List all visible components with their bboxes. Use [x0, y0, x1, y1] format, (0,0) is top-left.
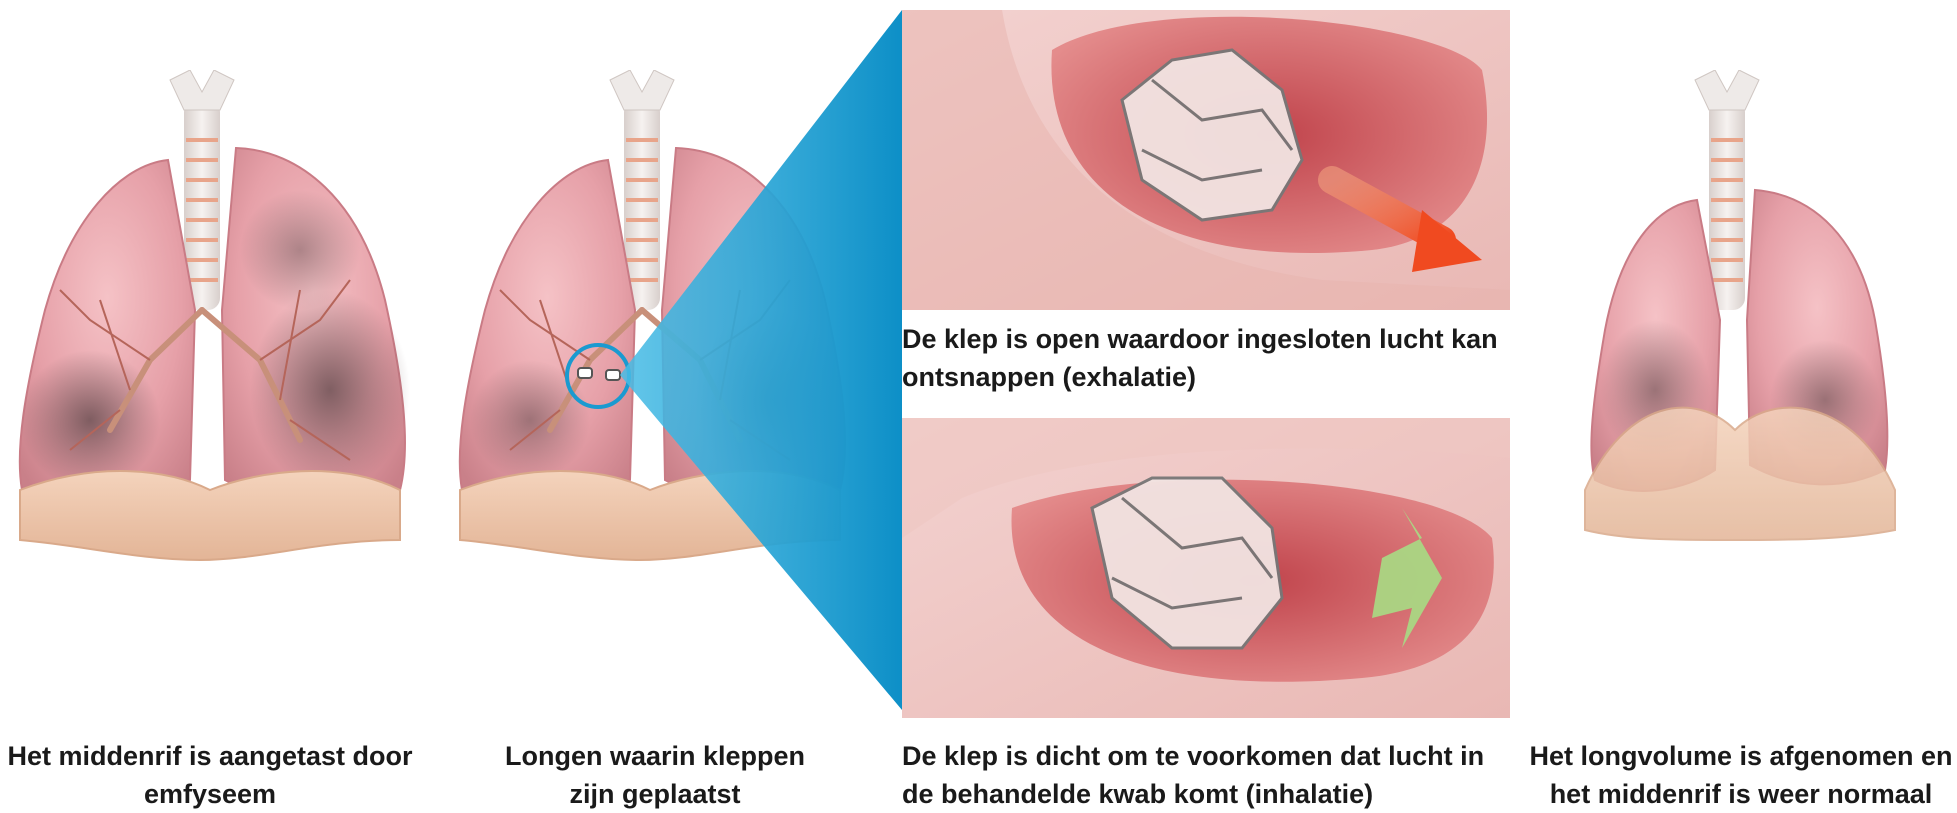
- caption-line: Het longvolume is afgenomen en: [1525, 737, 1957, 775]
- lungs-reduced-volume-illustration: [1525, 70, 1945, 630]
- caption-valve-closed: De klep is dicht om te voorkomen dat luc…: [902, 737, 1522, 813]
- caption-line: de behandelde kwab komt (inhalatie): [902, 775, 1522, 813]
- zoom-wedge: [620, 10, 910, 720]
- valve-open-detail-image: [902, 10, 1510, 310]
- valve-closed-detail-image: [902, 418, 1510, 718]
- caption-emphysema: Het middenrif is aangetast door emfyseem: [0, 737, 420, 813]
- caption-line: zijn geplaatst: [440, 775, 870, 813]
- caption-valve-open: De klep is open waardoor ingesloten luch…: [902, 320, 1522, 396]
- caption-line: ontsnappen (exhalatie): [902, 358, 1522, 396]
- caption-line: Het middenrif is aangetast door: [0, 737, 420, 775]
- caption-line: emfyseem: [0, 775, 420, 813]
- caption-valves-placed: Longen waarin kleppen zijn geplaatst: [440, 737, 870, 813]
- caption-line: het middenrif is weer normaal: [1525, 775, 1957, 813]
- caption-line: Longen waarin kleppen: [440, 737, 870, 775]
- caption-line: De klep is dicht om te voorkomen dat luc…: [902, 737, 1522, 775]
- lungs-emphysema-illustration: [0, 70, 420, 630]
- caption-volume-reduced: Het longvolume is afgenomen en het midde…: [1525, 737, 1957, 813]
- caption-line: De klep is open waardoor ingesloten luch…: [902, 320, 1522, 358]
